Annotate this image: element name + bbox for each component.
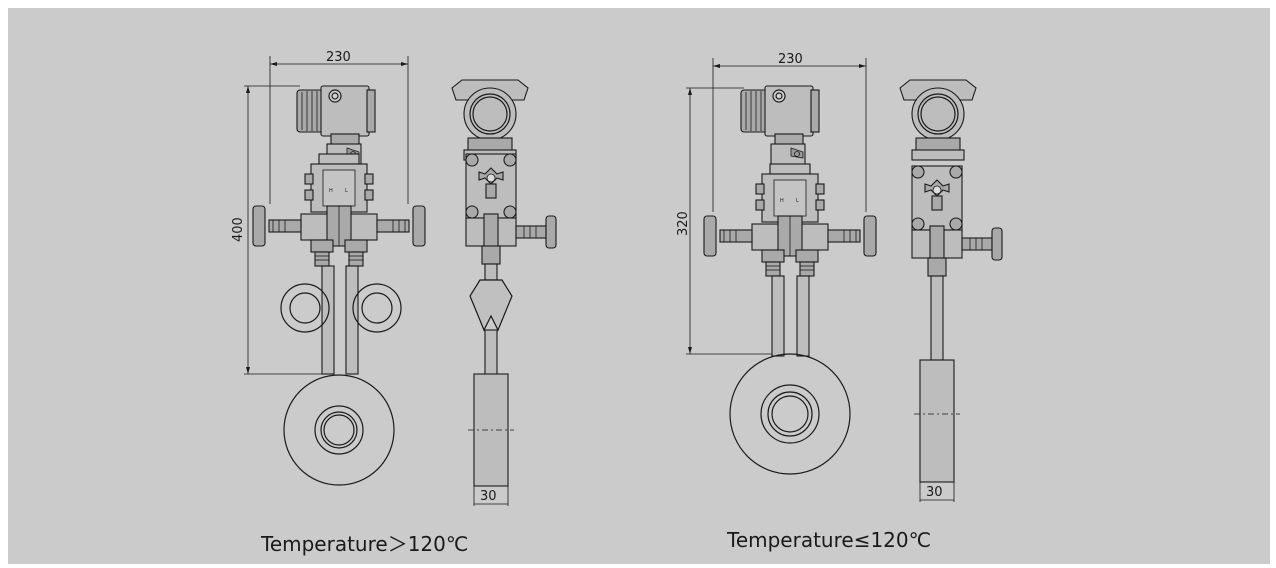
dim-width-left: 230 [326,50,351,65]
figure-right-side: 30 [899,79,1003,502]
dim-bottom-left: 30 [480,489,497,504]
dim-height-right: 320 [676,211,691,236]
drawing-panel [8,8,1270,564]
figure-left-front: 230 400 [231,50,426,486]
figure-left-side: 30 [451,79,557,506]
dim-width-right: 230 [778,52,803,67]
dim-height-left: 400 [231,217,246,242]
caption-right: Temperature≤120℃ [727,528,932,552]
dim-bottom-right: 30 [926,485,943,500]
figure-right-front: 230 320 [676,52,877,475]
caption-left: Temperature＞120℃ [261,532,469,556]
